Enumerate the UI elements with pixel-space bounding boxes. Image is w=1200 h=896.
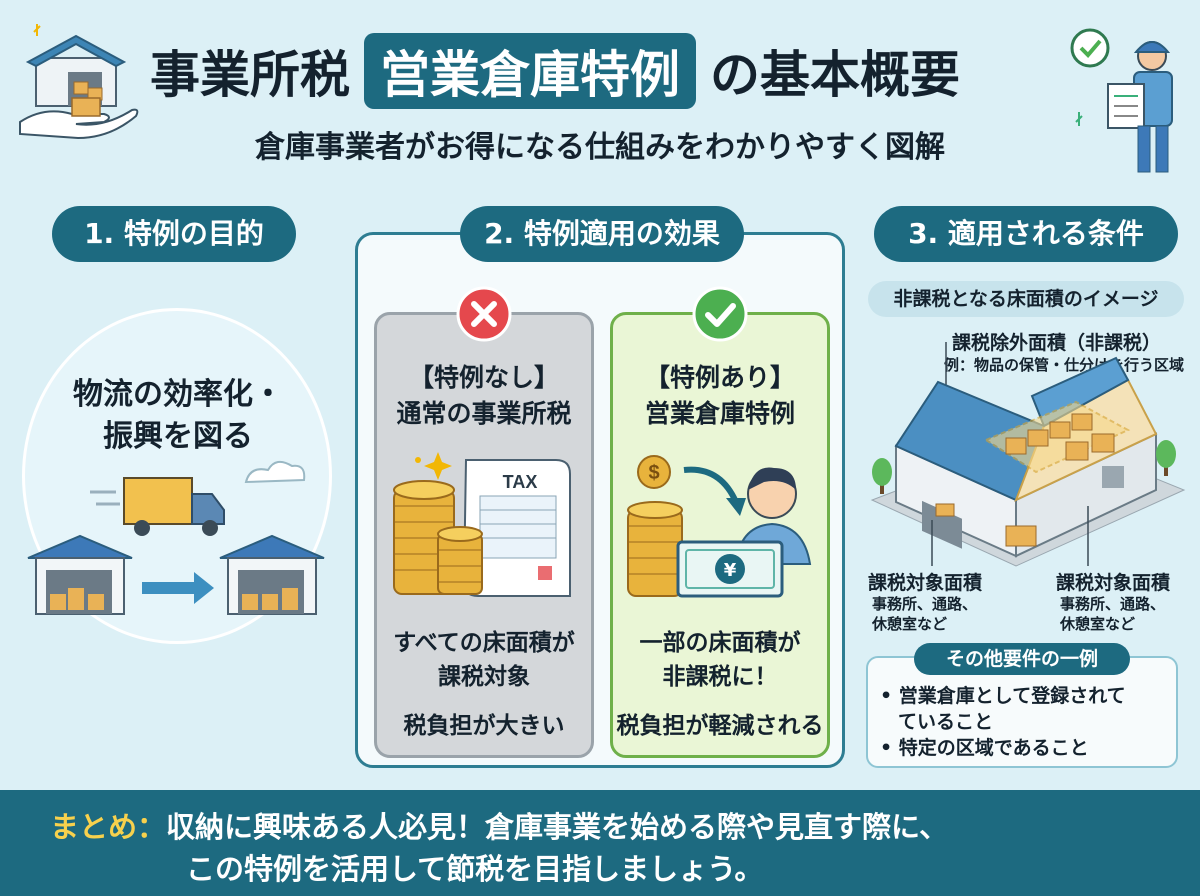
purpose-text: 物流の効率化・ 振興を図る: [40, 374, 316, 458]
yen-bill-label: ¥: [724, 560, 737, 581]
coin-stack-icon: [627, 501, 683, 597]
summary-text-1: 収納に興味ある人必見！倉庫事業を始める際や見直す際に、: [166, 810, 949, 844]
summary-line-2: この特例を活用して節税を目指しましょう。: [186, 852, 764, 886]
taxable-right-sub-1: 事務所、通路、: [1060, 595, 1166, 613]
section2-pill: 2. 特例適用の効果: [460, 206, 744, 262]
worker-clipboard-icon: [1060, 22, 1190, 182]
tax-document-icon: [462, 459, 571, 597]
taxable-right-sub-2: 休憩室など: [1060, 615, 1136, 633]
cross-icon: [456, 286, 512, 342]
taxable-left-sub-1: 事務所、通路、: [872, 595, 978, 613]
requirements-title: その他要件の一例: [914, 643, 1130, 675]
section3-pill: 3. 適用される条件: [874, 206, 1178, 262]
requirement-2: • 特定の区域であること: [880, 737, 1089, 759]
dollar-coin-label: $: [648, 462, 659, 484]
warehouse-right-icon: [219, 534, 325, 615]
warehouse-floor-illustration: [866, 330, 1190, 580]
tax-label: TAX: [503, 472, 538, 492]
coin-stack-icon: [393, 480, 483, 595]
subtitle: 倉庫事業者がお得になる仕組みをわかりやすく図解: [255, 130, 945, 165]
exempt-area-sub: 例：物品の保管・仕分けを行う区域: [944, 356, 1185, 374]
floor-area-image-label: 非課税となる床面積のイメージ: [868, 281, 1184, 317]
with-head-1: 【特例あり】: [644, 363, 795, 392]
title-left: 事業所税: [150, 46, 350, 104]
purpose-line-1: 物流の効率化・: [73, 377, 283, 412]
without-head-1: 【特例なし】: [408, 363, 559, 392]
title-right: の基本概要: [710, 46, 960, 104]
cargo-box-icon: [1005, 413, 1115, 461]
requirement-1b: ていること: [898, 711, 994, 733]
with-foot: 税負担が軽減される: [616, 713, 824, 739]
summary-key: まとめ：: [50, 810, 167, 844]
with-body-2: 非課税に！: [662, 664, 778, 690]
taxable-left-sub-2: 休憩室など: [872, 615, 948, 633]
check-icon: [692, 286, 748, 342]
page-title: 事業所税 営業倉庫特例 の基本概要: [150, 26, 960, 116]
with-body-1: 一部の床面積が: [639, 630, 801, 656]
without-body-1: すべての床面積が: [393, 630, 575, 656]
with-head-2: 営業倉庫特例: [644, 399, 795, 428]
taxable-right-title: 課税対象面積: [1056, 572, 1171, 594]
summary-line-1: まとめ：収納に興味ある人必見！倉庫事業を始める際や見直す際に、: [50, 804, 948, 846]
coins-tax-illustration: TAX: [388, 446, 584, 606]
without-body-2: 課税対象: [438, 664, 530, 690]
exempt-area-title: 課税除外面積（非課税）: [952, 332, 1162, 354]
without-head-2: 通常の事業所税: [396, 399, 572, 428]
tree-icon: [872, 440, 1176, 494]
title-highlight: 営業倉庫特例: [364, 33, 696, 109]
purpose-line-2: 振興を図る: [103, 419, 253, 454]
summary-footer: まとめ：収納に興味ある人必見！倉庫事業を始める際や見直す際に、 この特例を活用し…: [0, 790, 1200, 896]
without-foot: 税負担が大きい: [403, 713, 565, 739]
curved-arrow-icon: [683, 466, 739, 504]
logistics-illustration: [24, 448, 330, 626]
section1-pill: 1. 特例の目的: [52, 206, 296, 262]
arrow-right-icon: [142, 572, 214, 604]
dollar-coin-icon: [637, 455, 671, 489]
cloud-icon: [244, 460, 306, 484]
warehouse-hand-icon: [14, 22, 144, 142]
banknote-icon: [676, 540, 784, 598]
requirement-1a: • 営業倉庫として登録されて: [880, 685, 1126, 707]
person-money-illustration: $ ¥: [624, 446, 824, 606]
taxable-left-title: 課税対象面積: [868, 572, 983, 594]
warehouse-left-icon: [27, 534, 133, 615]
truck-icon: [123, 477, 225, 536]
